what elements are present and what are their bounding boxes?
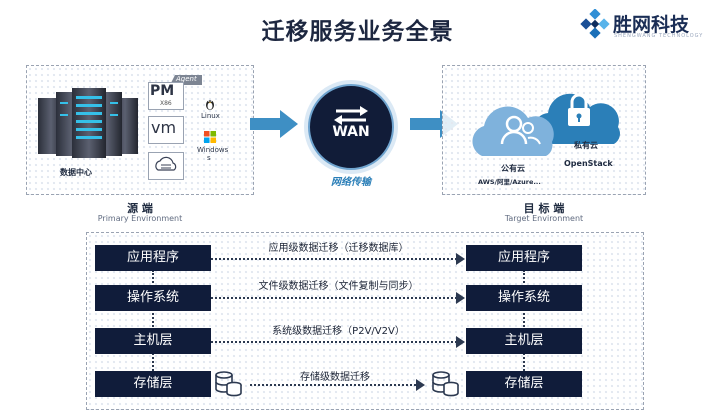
migration-arrowhead-host <box>456 336 465 348</box>
transfer-icon <box>334 106 368 125</box>
x86-label: X86 <box>160 100 172 107</box>
migration-arrowhead-storage <box>416 379 425 391</box>
left-layer-storage: 存储层 <box>95 371 211 397</box>
database-icon-target <box>432 371 459 397</box>
vm-box <box>148 116 184 144</box>
cloud-storage-icon <box>155 156 177 171</box>
private-cloud-label: 私有云 <box>574 141 598 150</box>
public-cloud-icon <box>472 106 554 156</box>
migration-line-storage <box>250 384 420 386</box>
logo-icon <box>580 9 610 39</box>
vm-label: vm <box>151 118 177 137</box>
right-layer-host: 主机层 <box>466 328 582 354</box>
wan-circle <box>304 80 398 174</box>
windows-label: Windows <box>197 146 229 154</box>
source-env-subtitle: Primary Environment <box>97 214 183 223</box>
datacenter-label: 数据中心 <box>60 168 92 177</box>
public-cloud-providers: AWS/阿里/Azure... <box>478 178 541 186</box>
windows-icon <box>204 131 216 143</box>
linux-label: Linux <box>201 112 220 120</box>
right-layer-storage: 存储层 <box>466 371 582 397</box>
left-layer-application: 应用程序 <box>95 245 211 271</box>
cloud-group <box>472 93 620 156</box>
server-rack-icon <box>38 88 138 158</box>
right-layer-os: 操作系统 <box>466 285 582 311</box>
public-cloud-label: 公有云 <box>501 164 525 173</box>
wan-label: WAN <box>332 124 370 140</box>
migration-line-os <box>211 297 461 299</box>
arrow-right-icon <box>250 110 298 138</box>
left-layer-os: 操作系统 <box>95 285 211 311</box>
source-env-title: 源 端 <box>127 202 153 215</box>
pm-box <box>148 82 184 110</box>
left-layer-host: 主机层 <box>95 328 211 354</box>
windows-label-tail: s <box>207 154 211 162</box>
migration-line-host <box>211 341 461 343</box>
migration-line-application <box>211 258 461 260</box>
right-layer-application: 应用程序 <box>466 245 582 271</box>
linux-icon <box>206 100 214 110</box>
private-cloud-icon <box>533 93 620 144</box>
openstack-label: OpenStack <box>564 159 613 168</box>
pm-label: PM <box>150 83 175 99</box>
migration-label-application: 应用级数据迁移（迁移数据库） <box>268 243 409 254</box>
target-env-subtitle: Target Environment <box>504 214 584 223</box>
target-env-title: 目 标 端 <box>523 202 565 215</box>
storage-cloud-box <box>148 152 184 180</box>
logo-tagline: SHENGWANG TECHNOLOGY <box>614 33 704 39</box>
logo-name: 胜网科技 <box>613 14 690 36</box>
migration-arrowhead-os <box>456 292 465 304</box>
migration-label-storage: 存储级数据迁移 <box>300 372 370 383</box>
migration-label-host: 系统级数据迁移（P2V/V2V） <box>272 326 405 337</box>
agent-badge-label: Agent <box>176 75 197 83</box>
migration-arrowhead-application <box>456 253 465 265</box>
database-icon <box>215 371 242 397</box>
migration-label-os: 文件级数据迁移（文件复制与同步） <box>258 281 419 292</box>
network-caption: 网络传输 <box>331 177 371 188</box>
page-title: 迁移服务业务全景 <box>261 19 454 45</box>
